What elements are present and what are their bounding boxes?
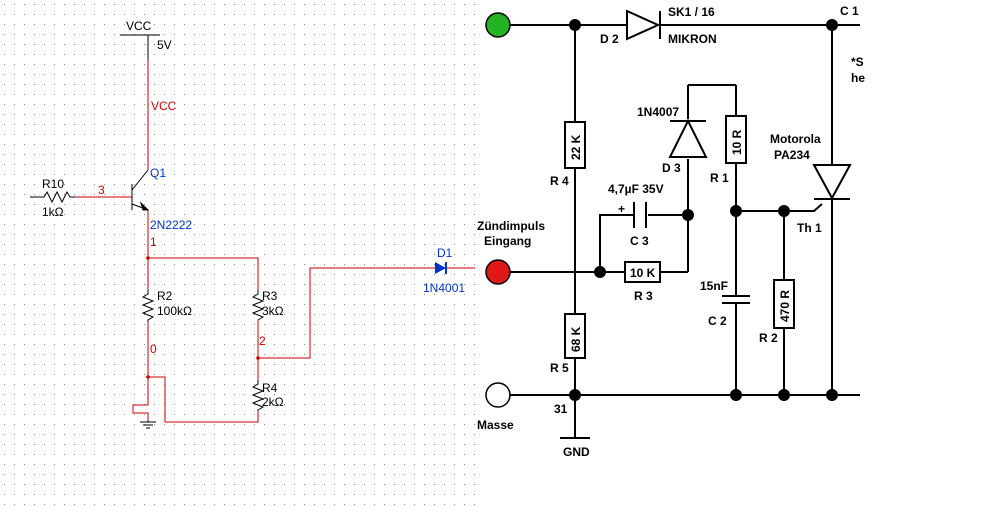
c2-value: 15nF bbox=[700, 279, 728, 293]
r10-resistor[interactable]: R10 1kΩ bbox=[30, 177, 75, 219]
vcc-source[interactable]: VCC 5V bbox=[120, 19, 172, 60]
supply-voltage-label: 5V bbox=[157, 38, 172, 52]
q1-transistor[interactable]: Q1 2N2222 bbox=[131, 166, 192, 232]
c1-label: C 1 bbox=[840, 4, 859, 18]
d3-name: D 3 bbox=[662, 161, 681, 175]
r5-resistor-right[interactable]: 68 K R 5 bbox=[550, 313, 586, 375]
left-schematic: VCC 5V VCC R10 1kΩ 3 Q bbox=[0, 0, 475, 507]
q1-part: 2N2222 bbox=[150, 218, 192, 232]
dot-grid-background bbox=[0, 0, 475, 507]
d1-name: D1 bbox=[437, 246, 453, 260]
node-0-label: 0 bbox=[150, 342, 157, 356]
c2-capacitor[interactable]: 15nF C 2 bbox=[700, 279, 750, 328]
r4-name-right: R 4 bbox=[550, 174, 569, 188]
vcc-label: VCC bbox=[126, 19, 152, 33]
node-2-label: 2 bbox=[259, 334, 266, 348]
d3-diode[interactable]: 1N4007 D 3 bbox=[637, 105, 708, 175]
r4-value-right: 22 K bbox=[569, 134, 583, 160]
r3-value-right: 10 K bbox=[630, 266, 656, 280]
c3-capacitor[interactable]: + 4,7µF 35V C 3 bbox=[608, 182, 664, 248]
terminal-31-label: 31 bbox=[554, 402, 568, 416]
r2-name: R2 bbox=[157, 289, 173, 303]
r5-name-right: R 5 bbox=[550, 361, 569, 375]
d1-diode[interactable]: D1 1N4001 bbox=[423, 246, 465, 295]
r3-resistor[interactable]: R3 3kΩ bbox=[251, 289, 284, 321]
th1-thyristor[interactable]: Motorola PA234 Th 1 bbox=[770, 132, 852, 235]
r2-resistor[interactable]: R2 100kΩ bbox=[141, 289, 192, 322]
d1-part: 1N4001 bbox=[423, 281, 465, 295]
node-3-label: 3 bbox=[98, 183, 105, 197]
d2-diode[interactable]: D 2 SK1 / 16 MIKRON bbox=[600, 5, 717, 46]
r3-value: 3kΩ bbox=[262, 304, 284, 318]
left-wires bbox=[75, 60, 475, 423]
input-label-line-1: Zündimpuls bbox=[477, 219, 545, 233]
d2-part-bottom: MIKRON bbox=[668, 32, 717, 46]
c3-name: C 3 bbox=[630, 234, 649, 248]
r2-resistor-right[interactable]: 470 R R 2 bbox=[759, 279, 795, 345]
r3-name: R3 bbox=[262, 289, 278, 303]
d2-part-top: SK1 / 16 bbox=[668, 5, 715, 19]
ground-terminal-white[interactable] bbox=[485, 382, 511, 408]
r1-name-right: R 1 bbox=[710, 171, 729, 185]
r4-value: 2kΩ bbox=[262, 395, 284, 409]
r2-value-right: 470 R bbox=[778, 290, 792, 322]
d2-name: D 2 bbox=[600, 32, 619, 46]
note-line-1: *S bbox=[851, 55, 864, 69]
r4-resistor-right[interactable]: 22 K R 4 bbox=[550, 121, 586, 188]
r10-name: R10 bbox=[42, 177, 64, 191]
d3-part: 1N4007 bbox=[637, 105, 679, 119]
input-label-line-2: Eingang bbox=[484, 234, 531, 248]
thyristor-part: PA234 bbox=[774, 148, 810, 162]
r2-value: 100kΩ bbox=[157, 304, 192, 318]
input-terminal-red[interactable] bbox=[485, 259, 511, 285]
left-junction-dots bbox=[146, 256, 260, 379]
supply-terminal-green[interactable] bbox=[485, 12, 511, 38]
r4-name: R4 bbox=[262, 381, 278, 395]
r3-resistor-right[interactable]: 10 K R 3 bbox=[624, 261, 661, 303]
gnd-label: GND bbox=[563, 445, 590, 459]
right-junction-dots bbox=[569, 19, 838, 401]
note-line-2: he bbox=[851, 71, 865, 85]
r2-name-right: R 2 bbox=[759, 331, 778, 345]
r1-value-right: 10 R bbox=[730, 129, 744, 155]
ground-icon bbox=[140, 420, 156, 429]
r4-resistor[interactable]: R4 2kΩ bbox=[251, 380, 284, 411]
r1-resistor-right[interactable]: 10 R R 1 bbox=[710, 115, 747, 185]
c3-plus: + bbox=[618, 202, 625, 216]
r10-value: 1kΩ bbox=[42, 205, 64, 219]
r5-value-right: 68 K bbox=[569, 326, 583, 352]
vcc-net-label: VCC bbox=[151, 99, 177, 113]
node-1-label: 1 bbox=[150, 235, 157, 249]
q1-name: Q1 bbox=[150, 166, 166, 180]
th1-name: Th 1 bbox=[797, 221, 822, 235]
thyristor-manufacturer: Motorola bbox=[770, 132, 821, 146]
c3-value: 4,7µF 35V bbox=[608, 182, 664, 196]
ground-label: Masse bbox=[477, 418, 514, 432]
right-schematic bbox=[510, 24, 860, 439]
r3-name-right: R 3 bbox=[634, 289, 653, 303]
c2-name: C 2 bbox=[708, 314, 727, 328]
